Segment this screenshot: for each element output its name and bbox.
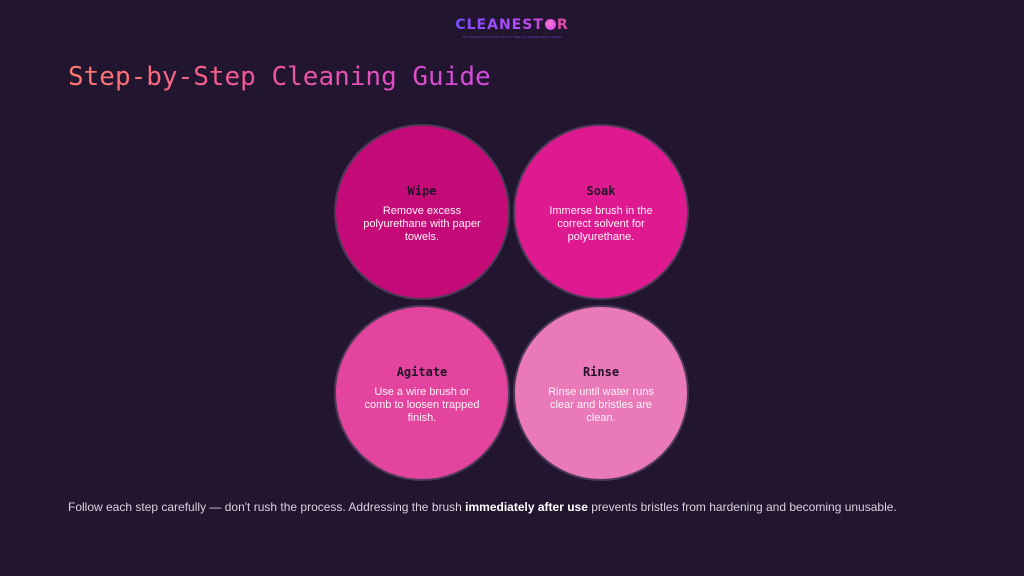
brand-tagline: The Ultimate Source For All Your Cleanin… xyxy=(462,35,562,39)
footer-text-after: prevents bristles from hardening and bec… xyxy=(587,500,897,514)
brand-bubble-icon xyxy=(544,19,556,30)
step-title: Soak xyxy=(586,184,616,198)
footer-emphasis: immediately after use xyxy=(465,500,588,514)
step-title: Agitate xyxy=(396,365,448,379)
step-description: Use a wire brush or comb to loosen trapp… xyxy=(364,386,480,424)
footer-note: Follow each step carefully — don't rush … xyxy=(68,500,998,514)
step-description: Immerse brush in the correct solvent for… xyxy=(549,205,653,243)
step-circle-soak: Soak Immerse brush in the correct solven… xyxy=(513,124,689,300)
step-title: Rinse xyxy=(582,365,620,379)
brand-name-part2: R xyxy=(556,17,569,33)
step-title: Wipe xyxy=(407,184,437,198)
step-description: Remove excess polyurethane with paper to… xyxy=(363,205,481,243)
step-circle-wipe: Wipe Remove excess polyurethane with pap… xyxy=(334,124,510,300)
step-circle-agitate: Agitate Use a wire brush or comb to loos… xyxy=(334,305,510,481)
footer-text-before: Follow each step carefully — don't rush … xyxy=(68,500,466,514)
step-circle-rinse: Rinse Rinse until water runs clear and b… xyxy=(513,305,689,481)
page-title: Step-by-Step Cleaning Guide xyxy=(68,62,491,92)
brand-header: CLEANEST R The Ultimate Source For All Yo… xyxy=(0,16,1024,39)
step-description: Rinse until water runs clear and bristle… xyxy=(548,386,654,424)
brand-name-part1: CLEANEST xyxy=(455,17,544,33)
brand-logo: CLEANEST R xyxy=(455,17,568,33)
